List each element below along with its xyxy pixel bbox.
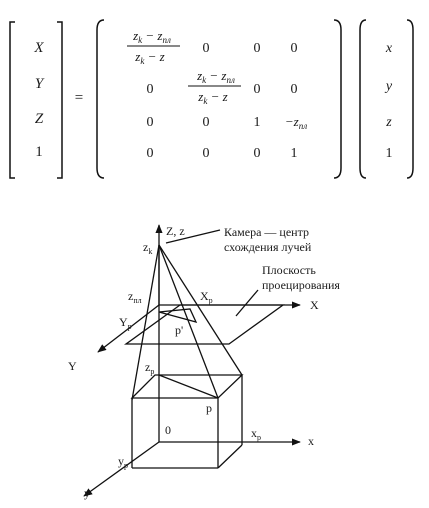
plane-axis-Y bbox=[97, 304, 160, 353]
lhs-z: Z bbox=[35, 111, 44, 127]
label-axis-y: y bbox=[84, 486, 90, 500]
lhs-left-bracket bbox=[9, 21, 15, 179]
label-x-p: xp bbox=[251, 426, 261, 442]
lhs-x: X bbox=[33, 40, 44, 56]
box-bottom-right-edge bbox=[217, 444, 243, 469]
label-axis-Y: Y bbox=[68, 359, 77, 373]
ray-to-p bbox=[158, 244, 219, 399]
label-X-p: Xp bbox=[200, 289, 213, 305]
ground-axis-y bbox=[83, 441, 160, 497]
m22-denominator: zk − z bbox=[197, 89, 227, 106]
box-diagonal bbox=[158, 374, 219, 399]
label-origin: 0 bbox=[165, 423, 171, 437]
rhs-left-bracket bbox=[359, 19, 367, 179]
rhs-right-bracket bbox=[406, 19, 414, 179]
label-camera-line1: Камера — центр bbox=[224, 225, 309, 239]
m31: 0 bbox=[147, 115, 154, 130]
m24: 0 bbox=[291, 82, 298, 97]
ray-to-box-top bbox=[158, 244, 243, 376]
label-plane-line1: Плоскость bbox=[262, 263, 316, 277]
matrix-left-bracket bbox=[96, 19, 105, 179]
m23: 0 bbox=[254, 82, 261, 97]
label-z-pl: zпл bbox=[128, 289, 142, 305]
matrix-right-bracket bbox=[333, 19, 342, 179]
label-y-p: yp bbox=[118, 454, 128, 470]
rhs-z: z bbox=[385, 115, 392, 130]
rhs-y: y bbox=[384, 79, 393, 94]
label-p: p bbox=[206, 401, 212, 415]
m22-numerator: zk − zпл bbox=[196, 68, 235, 85]
rhs-x: x bbox=[385, 41, 393, 56]
projected-triangle bbox=[158, 308, 198, 323]
label-z-k: zk bbox=[143, 240, 152, 256]
equals-sign: = bbox=[75, 90, 83, 106]
m34: −zпл bbox=[285, 114, 307, 131]
label-camera-line2: схождения лучей bbox=[224, 240, 312, 254]
m42: 0 bbox=[203, 146, 210, 161]
m43: 0 bbox=[254, 146, 261, 161]
diagram-labels: Z, z zk Камера — центр схождения лучей П… bbox=[68, 224, 340, 500]
label-z-p: zp bbox=[145, 360, 154, 376]
lhs-w: 1 bbox=[35, 144, 43, 160]
label-axis-x: x bbox=[308, 434, 314, 448]
label-axis-Z: Z, z bbox=[166, 224, 185, 238]
camera-pointer-line bbox=[165, 229, 221, 244]
label-plane-line2: проецирования bbox=[262, 278, 340, 292]
projection-plane bbox=[123, 304, 286, 345]
m44: 1 bbox=[291, 146, 298, 161]
projection-equation: X Y Z 1 = zk − zпл zk − z 0 0 0 0 zk − z… bbox=[9, 19, 414, 179]
lhs-right-bracket bbox=[57, 21, 63, 179]
m11-numerator: zk − zпл bbox=[132, 28, 171, 45]
m12: 0 bbox=[203, 41, 210, 56]
plane-pointer-line bbox=[235, 289, 259, 317]
m41: 0 bbox=[147, 146, 154, 161]
lhs-y: Y bbox=[35, 76, 45, 92]
label-axis-X: X bbox=[310, 298, 319, 312]
m33: 1 bbox=[254, 115, 261, 130]
ray-to-box-left bbox=[131, 244, 160, 401]
perspective-diagram bbox=[83, 224, 301, 497]
label-Y-p: Yp bbox=[119, 315, 132, 331]
m13: 0 bbox=[254, 41, 261, 56]
rhs-w: 1 bbox=[386, 146, 393, 161]
m21: 0 bbox=[147, 82, 154, 97]
m11-denominator: zk − z bbox=[134, 49, 164, 66]
label-p-prime: p' bbox=[175, 323, 183, 337]
m14: 0 bbox=[291, 41, 298, 56]
m32: 0 bbox=[203, 115, 210, 130]
